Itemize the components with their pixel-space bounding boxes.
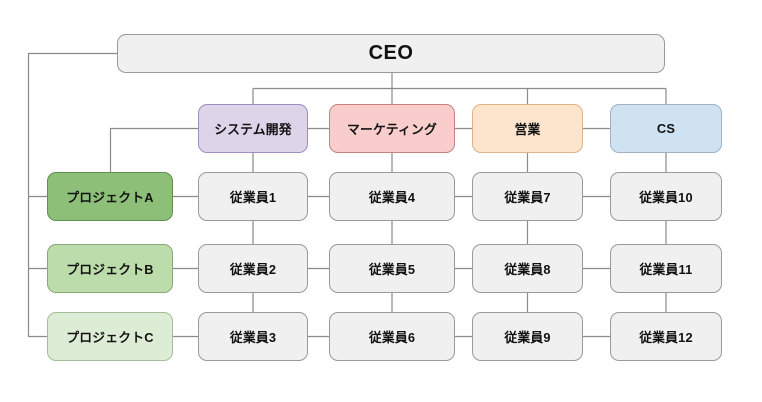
node-dept-sales: 営業: [472, 104, 583, 153]
edge-ceo-left-spine: [27, 52, 118, 338]
node-project-c: プロジェクトC: [47, 312, 173, 361]
node-employee-1: 従業員1: [198, 172, 308, 221]
edge-dept-to-row1-drops: [252, 153, 667, 172]
node-employee-8: 従業員8: [472, 244, 583, 293]
node-employee-11: 従業員11: [610, 244, 722, 293]
node-employee-7: 従業員7: [472, 172, 583, 221]
edge-employee-column-links: [252, 221, 667, 312]
node-employee-2: 従業員2: [198, 244, 308, 293]
node-dept-system-development: システム開発: [198, 104, 308, 153]
node-project-a: プロジェクトA: [47, 172, 173, 221]
node-dept-marketing: マーケティング: [329, 104, 455, 153]
node-employee-9: 従業員9: [472, 312, 583, 361]
node-employee-12: 従業員12: [610, 312, 722, 361]
edge-dept-distribution-rail: [252, 87, 667, 104]
edge-systemdev-to-project-a: [109, 127, 198, 172]
node-employee-6: 従業員6: [329, 312, 455, 361]
node-employee-10: 従業員10: [610, 172, 722, 221]
node-ceo: CEO: [117, 34, 665, 73]
node-employee-5: 従業員5: [329, 244, 455, 293]
node-dept-cs: CS: [610, 104, 722, 153]
node-project-b: プロジェクトB: [47, 244, 173, 293]
node-employee-3: 従業員3: [198, 312, 308, 361]
node-employee-4: 従業員4: [329, 172, 455, 221]
